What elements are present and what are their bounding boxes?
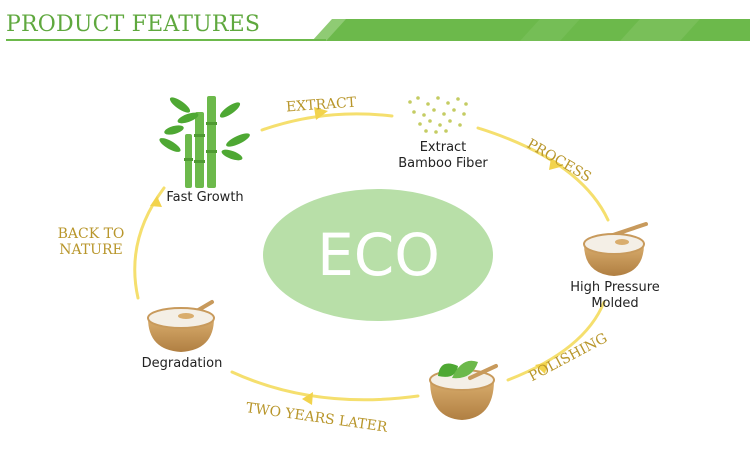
stage-extract-fiber-line2: Bamboo Fiber [398,156,488,171]
stage-molded-line2: Molded [591,296,639,311]
arrow-polishing [506,300,606,382]
bowl-icon [583,222,648,276]
page-header: PRODUCT FEATURES [0,0,750,44]
bamboo-icon [159,96,250,188]
stage-degradation-label: Degradation [141,356,223,371]
arrowhead-back-to-nature [150,196,162,207]
arrowhead-two-years-later [302,392,313,405]
header-band [312,19,750,41]
arrow-label-back-to-line1: BACK TO [57,226,125,242]
arrow-label-back-to-line2: NATURE [59,242,123,258]
title-underline [6,39,326,41]
arrowhead-extract [314,107,328,120]
arrowhead-polishing [535,362,548,374]
bowl-leaves-icon [429,360,498,420]
stage-molded-label: High Pressure Molded [560,280,670,312]
bowl-spoon-icon [147,300,215,352]
eco-label: ECO [317,221,440,289]
stage-molded-line1: High Pressure [570,280,660,295]
arrowhead-process [549,158,564,170]
arrow-label-back-to-nature: BACK TO NATURE [56,226,126,258]
arrow-extract [260,112,394,132]
arrow-two-years-later [230,370,420,402]
arrow-process [476,126,610,222]
fiber-dots-icon [408,96,468,134]
page-title: PRODUCT FEATURES [6,12,261,37]
stage-extract-fiber-line1: Extract [419,140,467,155]
eco-ellipse [263,189,493,321]
stage-fast-growth-label: Fast Growth [166,190,244,205]
stage-extract-fiber-label: Extract Bamboo Fiber [388,140,498,172]
